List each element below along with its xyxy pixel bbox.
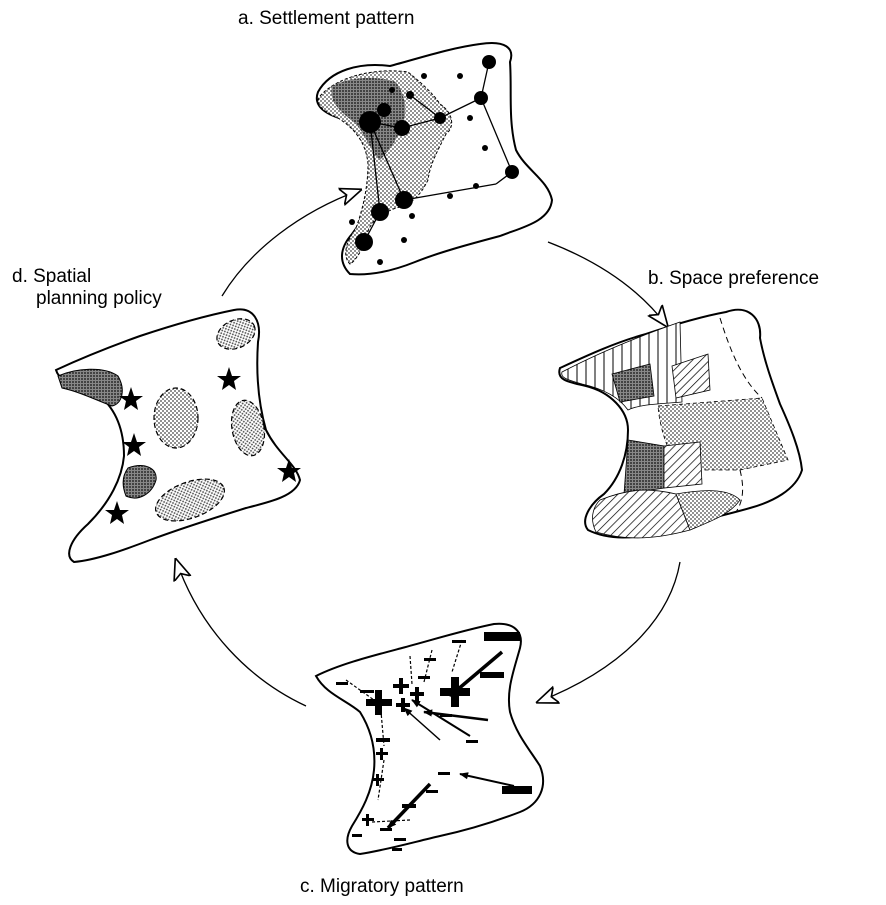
arrow-b-to-c-icon — [538, 562, 680, 702]
label-spatial-planning-policy: d. Spatial planning policy — [12, 266, 162, 310]
space-preference-map — [559, 310, 802, 538]
label-d-line1: d. Spatial — [12, 266, 162, 288]
arrow-c-to-d-icon — [176, 560, 306, 706]
planning-policy-map — [56, 309, 301, 562]
arrow-d-to-a-icon — [222, 190, 360, 296]
label-settlement-pattern: a. Settlement pattern — [238, 8, 414, 30]
label-migratory-pattern: c. Migratory pattern — [300, 876, 464, 898]
label-space-preference: b. Space preference — [648, 268, 819, 290]
label-d-line2: planning policy — [12, 288, 162, 310]
migratory-map — [316, 624, 543, 854]
settlement-map — [317, 43, 552, 274]
